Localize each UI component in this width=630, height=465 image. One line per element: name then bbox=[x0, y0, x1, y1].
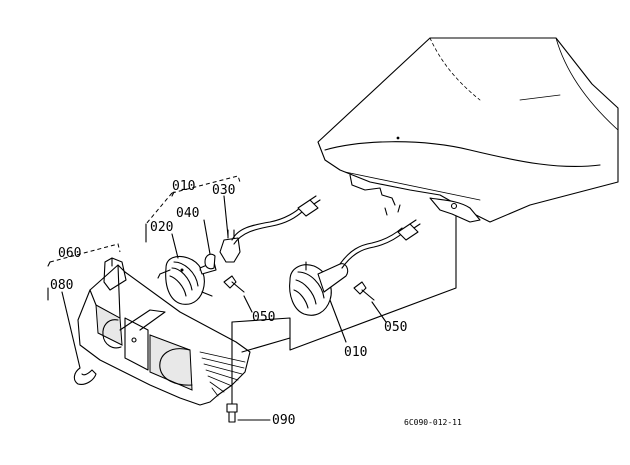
hood bbox=[317, 37, 619, 223]
right-headlamp bbox=[289, 219, 421, 316]
bolt-090 bbox=[226, 395, 238, 423]
clip-080 bbox=[73, 367, 97, 385]
label-020: 020 bbox=[150, 220, 173, 235]
label-040: 040 bbox=[176, 206, 199, 221]
lamp-housing bbox=[77, 257, 251, 406]
label-060: 060 bbox=[58, 246, 81, 261]
label-010-top: 010 bbox=[172, 179, 195, 194]
label-050-right: 050 bbox=[384, 320, 407, 335]
label-010-bottom: 010 bbox=[344, 345, 367, 360]
leader-lines bbox=[47, 175, 457, 421]
label-030: 030 bbox=[212, 183, 235, 198]
screw-050-right bbox=[353, 281, 375, 301]
screw-050-left bbox=[223, 275, 245, 293]
label-050-left: 050 bbox=[252, 310, 275, 325]
part-labels: 010 030 040 020 060 080 050 050 010 090 … bbox=[50, 179, 462, 428]
bulb-040 bbox=[204, 253, 216, 270]
socket-030 bbox=[219, 195, 321, 263]
label-090: 090 bbox=[272, 413, 295, 428]
label-080: 080 bbox=[50, 278, 73, 293]
drawing-code: 6C090-012-11 bbox=[404, 418, 462, 427]
